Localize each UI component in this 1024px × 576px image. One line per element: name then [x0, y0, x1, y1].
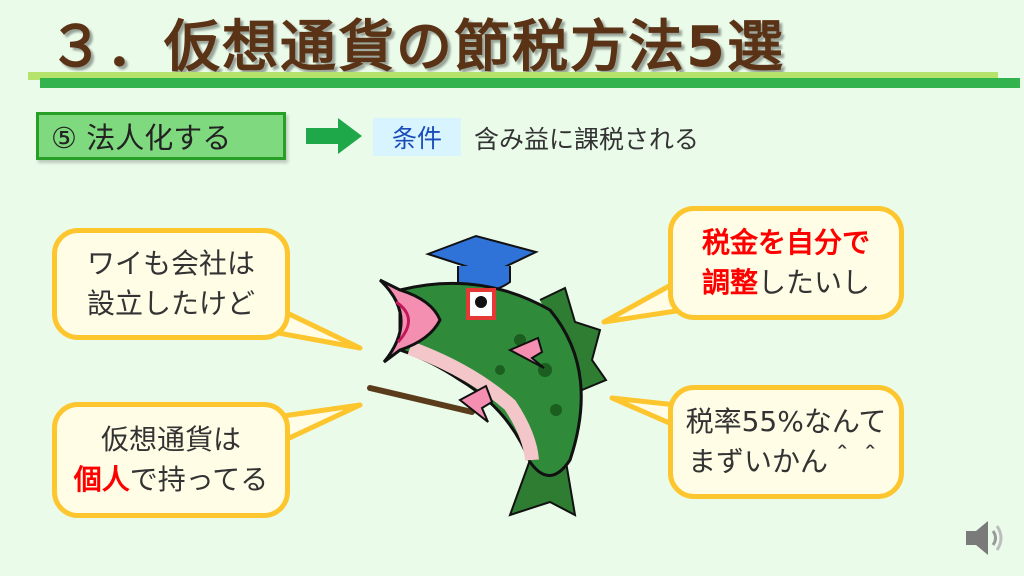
- emphasis-text: 調整: [701, 266, 758, 299]
- section-heading-label: ⑤ 法人化する: [51, 121, 232, 155]
- bubble-text: 税率55%なんて: [685, 405, 887, 438]
- condition-label: 条件: [373, 118, 461, 156]
- title-underline-light: [28, 72, 998, 80]
- bubble-line: 個人で持ってる: [57, 460, 285, 500]
- bubble-text: で持ってる: [129, 463, 269, 496]
- bubble-text: まずいかん＾＾: [687, 445, 884, 478]
- bubble-text: 設立したけど: [86, 287, 255, 320]
- bubble-text: 仮想通貨は: [100, 423, 241, 456]
- slide-title: ３．仮想通貨の節税方法5選: [48, 15, 785, 80]
- speaker-icon[interactable]: [962, 516, 1010, 560]
- emphasis-text: 個人: [73, 463, 130, 496]
- bubble-text: したいし: [758, 266, 871, 299]
- bass-fish-illustration: [367, 234, 608, 517]
- speech-bubble-top-left: ワイも会社は 設立したけど: [52, 228, 290, 340]
- title-underline-dark: [40, 78, 1020, 88]
- speech-bubble-top-right: 税金を自分で 調整したいし: [668, 206, 904, 320]
- bubble-text: ワイも会社は: [86, 247, 255, 280]
- speech-bubble-bottom-right: 税率55%なんて まずいかん＾＾: [668, 385, 904, 499]
- condition-text: 含み益に課税される: [474, 125, 700, 154]
- section-heading-box: ⑤ 法人化する: [36, 112, 286, 160]
- bubble-line: 調整したいし: [673, 263, 899, 303]
- emphasis-text: 税金を自分で: [701, 226, 870, 259]
- right-arrow-icon: [306, 118, 362, 154]
- speech-bubble-bottom-left: 仮想通貨は 個人で持ってる: [52, 402, 290, 518]
